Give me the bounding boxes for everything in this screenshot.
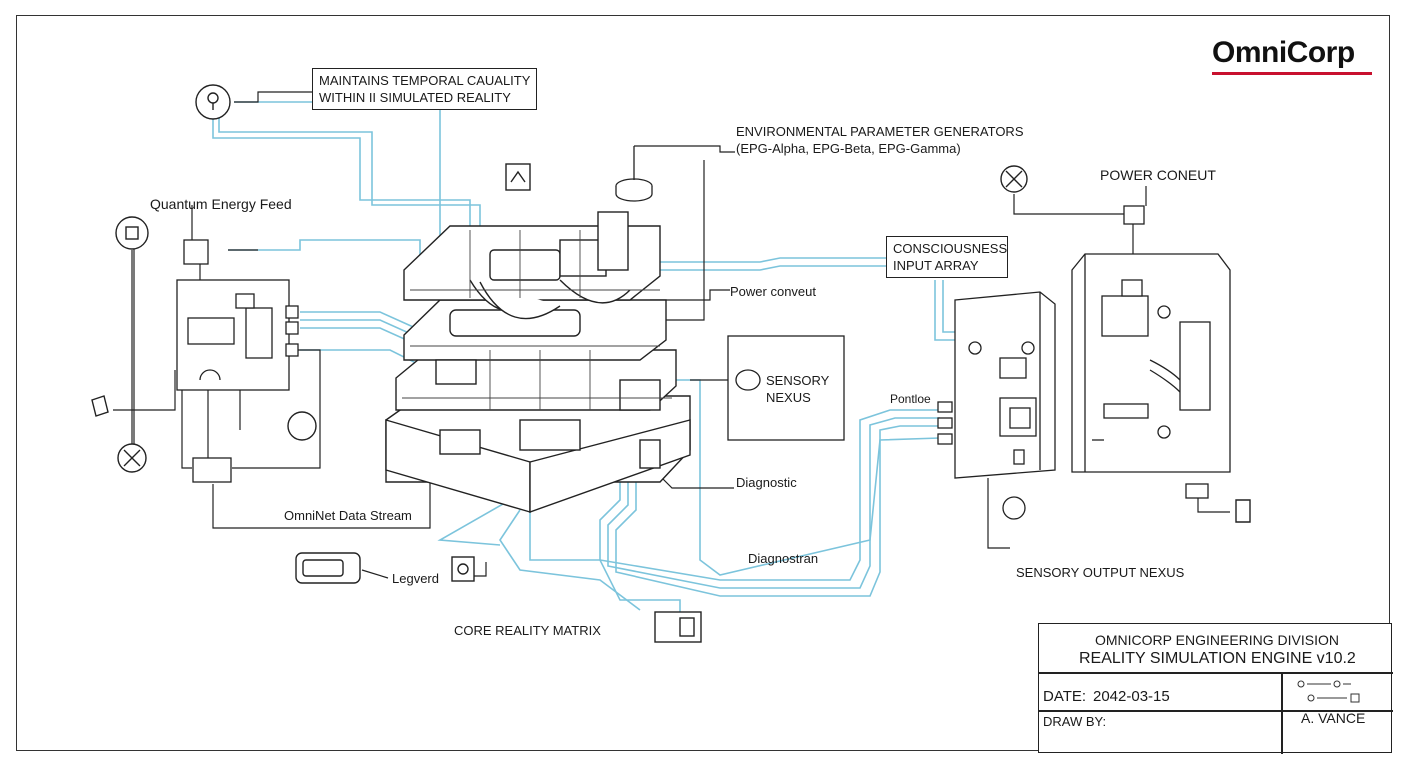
drawing-border xyxy=(16,15,1390,751)
gear-node-icon xyxy=(287,411,317,441)
power-conduit-cabinet xyxy=(1071,205,1231,499)
env-generators-line-1: ENVIRONMENTAL PARAMETER GENERATORS xyxy=(736,124,1024,139)
drawn-by-value: A. VANCE xyxy=(1301,710,1366,726)
project-text: REALITY SIMULATION ENGINE v10.2 xyxy=(1079,650,1356,667)
quantum-energy-feed-label: Quantum Energy Feed xyxy=(150,196,292,212)
title-block-rule-1 xyxy=(1039,672,1393,674)
date-value: 2042-03-15 xyxy=(1093,688,1170,705)
sensory-nexus-box xyxy=(727,335,845,441)
quantum-feed-panel xyxy=(176,239,299,483)
symbol-icons xyxy=(91,84,1251,643)
title-block-mini-symbols xyxy=(1297,680,1360,703)
wiring-lines xyxy=(113,91,1230,579)
temporal-causality-line-2: WITHIN II SIMULATED REALITY xyxy=(319,90,511,105)
core-reality-matrix-label: CORE REALITY MATRIX xyxy=(454,623,601,638)
date-label: DATE: xyxy=(1043,688,1087,705)
logo-accent-rule xyxy=(1212,72,1372,75)
sensory-output-panel xyxy=(937,291,1056,520)
temporal-causality-line-1: MAINTAINS TEMPORAL CAUALITY xyxy=(319,73,531,88)
environmental-generators-label: ENVIRONMENTAL PARAMETER GENERATORS (EPG-… xyxy=(736,123,1024,157)
title-block: OMNICORP ENGINEERING DIVISION REALITY SI… xyxy=(1038,623,1393,754)
core-reality-matrix-assembly xyxy=(385,211,691,513)
diagnostran-label: Diagnostran xyxy=(748,551,819,566)
consciousness-line-2: INPUT ARRAY xyxy=(893,258,979,273)
legverd-label: Legverd xyxy=(392,571,439,586)
sensory-output-nexus-label: SENSORY OUTPUT NEXUS xyxy=(1016,565,1185,580)
division-text: OMNICORP ENGINEERING DIVISION xyxy=(1095,632,1339,648)
temporal-causality-label: MAINTAINS TEMPORAL CAUALITY WITHIN II SI… xyxy=(312,68,538,110)
sensory-nexus-label: SENSORY NEXUS xyxy=(766,372,829,406)
power-conduit-small-label: Power conveut xyxy=(730,284,816,299)
sensory-nexus-line-1: SENSORY xyxy=(766,373,830,388)
title-block-rule-3 xyxy=(1039,710,1393,712)
omnicorp-logo: OmniCorp xyxy=(1212,36,1355,69)
power-conduit-label: POWER CONEUT xyxy=(1100,167,1216,183)
consciousness-input-label: CONSCIOUSNESS INPUT ARRAY xyxy=(886,236,1008,278)
epg-knob xyxy=(615,146,653,202)
diagnostic-label: Diagnostic xyxy=(736,475,797,490)
sensory-nexus-line-2: NEXUS xyxy=(766,390,811,405)
title-block-rule-2 xyxy=(1281,672,1283,754)
omninet-stream-label: OmniNet Data Stream xyxy=(284,508,412,523)
env-generators-line-2: (EPG-Alpha, EPG-Beta, EPG-Gamma) xyxy=(736,141,961,156)
drawn-by-label: DRAW BY: xyxy=(1043,714,1107,729)
consciousness-line-1: CONSCIOUSNESS xyxy=(893,241,1008,256)
assembly-detail-lines xyxy=(402,230,672,410)
pontloe-label: Pontloe xyxy=(890,392,931,406)
